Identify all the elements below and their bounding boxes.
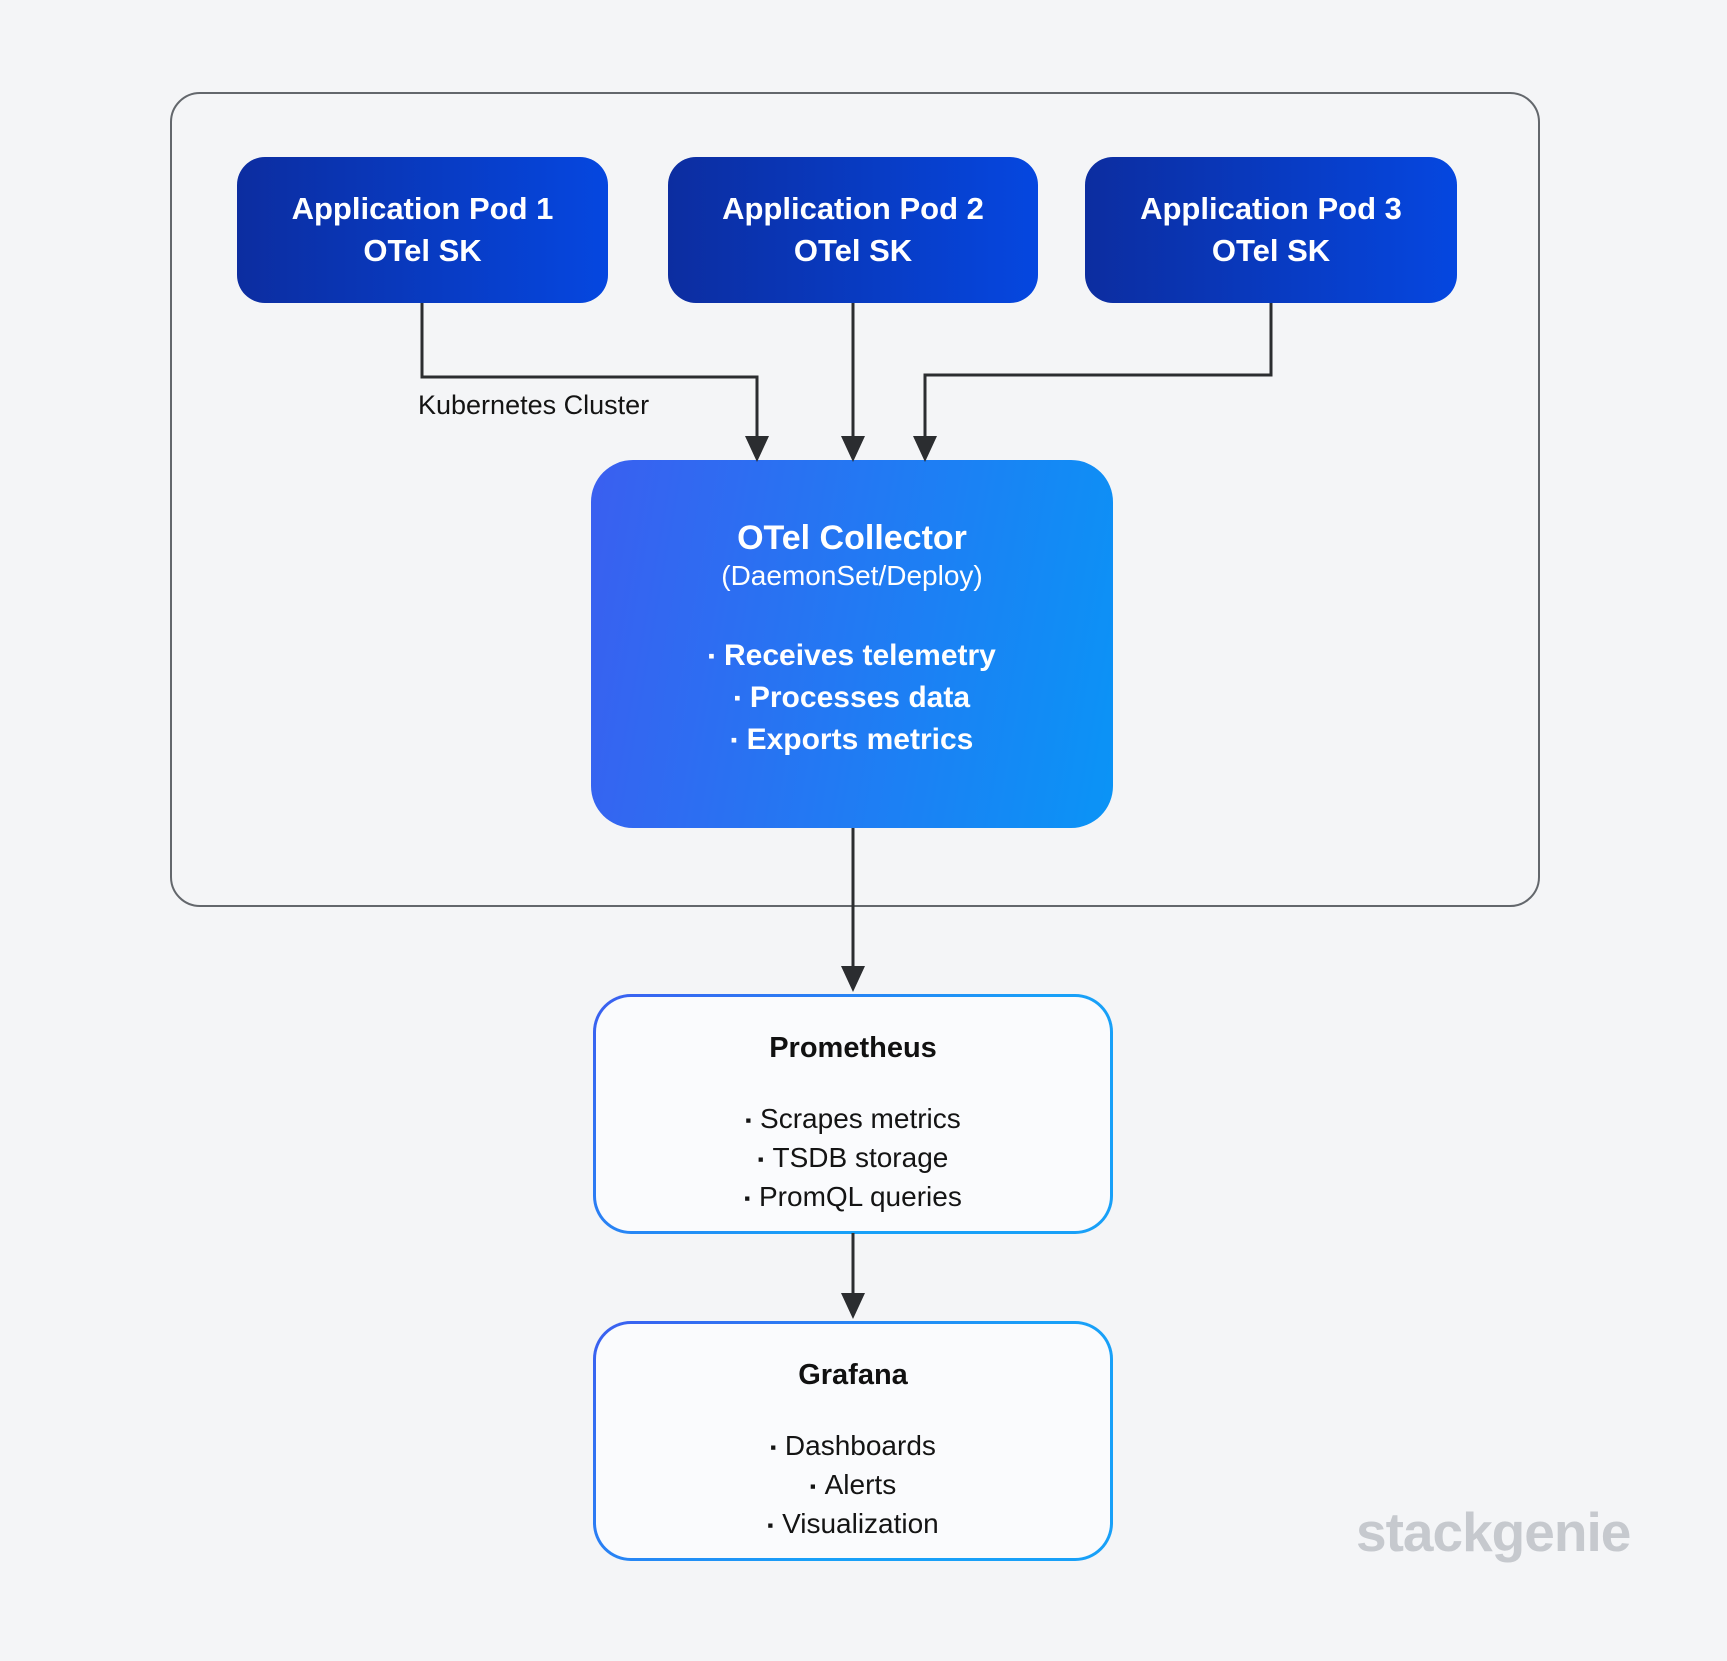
- collector-bullet-list: Receives telemetry Processes data Export…: [708, 636, 996, 762]
- grafana-bullet-list: Dashboards Alerts Visualization: [767, 1428, 939, 1545]
- prometheus-bullet-list: Scrapes metrics TSDB storage PromQL quer…: [744, 1101, 962, 1218]
- arrowhead-grafana-icon: [841, 1293, 865, 1319]
- collector-title: OTel Collector: [737, 519, 967, 557]
- application-pod-1-node: Application Pod 1 OTel SK: [237, 157, 608, 303]
- collector-bullet: Receives telemetry: [708, 636, 996, 678]
- application-pod-2-node: Application Pod 2 OTel SK: [668, 157, 1038, 303]
- prometheus-bullet: TSDB storage: [744, 1140, 962, 1179]
- stackgenie-watermark: stackgenie: [1356, 1501, 1631, 1563]
- kubernetes-cluster-label: Kubernetes Cluster: [418, 390, 650, 420]
- prometheus-bullet: PromQL queries: [744, 1179, 962, 1218]
- collector-subtitle: (DaemonSet/Deploy): [721, 560, 983, 591]
- prometheus-node: Prometheus Scrapes metrics TSDB storage …: [593, 994, 1113, 1234]
- collector-bullet: Processes data: [708, 678, 996, 720]
- prometheus-bullet: Scrapes metrics: [744, 1101, 962, 1140]
- pod-subtitle: OTel SK: [793, 233, 913, 268]
- prometheus-title: Prometheus: [769, 1032, 937, 1064]
- pod-title: Application Pod 3: [1140, 191, 1402, 226]
- application-pod-3-node: Application Pod 3 OTel SK: [1085, 157, 1457, 303]
- grafana-bullet: Alerts: [767, 1467, 939, 1506]
- otel-collector-node: OTel Collector (DaemonSet/Deploy) Receiv…: [591, 460, 1113, 828]
- grafana-title: Grafana: [798, 1359, 908, 1391]
- pod-title: Application Pod 2: [722, 191, 984, 226]
- grafana-node: Grafana Dashboards Alerts Visualization: [593, 1321, 1113, 1561]
- grafana-bullet: Dashboards: [767, 1428, 939, 1467]
- grafana-bullet: Visualization: [767, 1506, 939, 1545]
- pod-subtitle: OTel SK: [363, 233, 482, 268]
- collector-bullet: Exports metrics: [708, 720, 996, 762]
- pod-subtitle: OTel SK: [1211, 233, 1331, 268]
- kubernetes-cluster-boundary: [170, 92, 1540, 907]
- arrowhead-prometheus-icon: [841, 966, 865, 992]
- pod-title: Application Pod 1: [291, 191, 554, 226]
